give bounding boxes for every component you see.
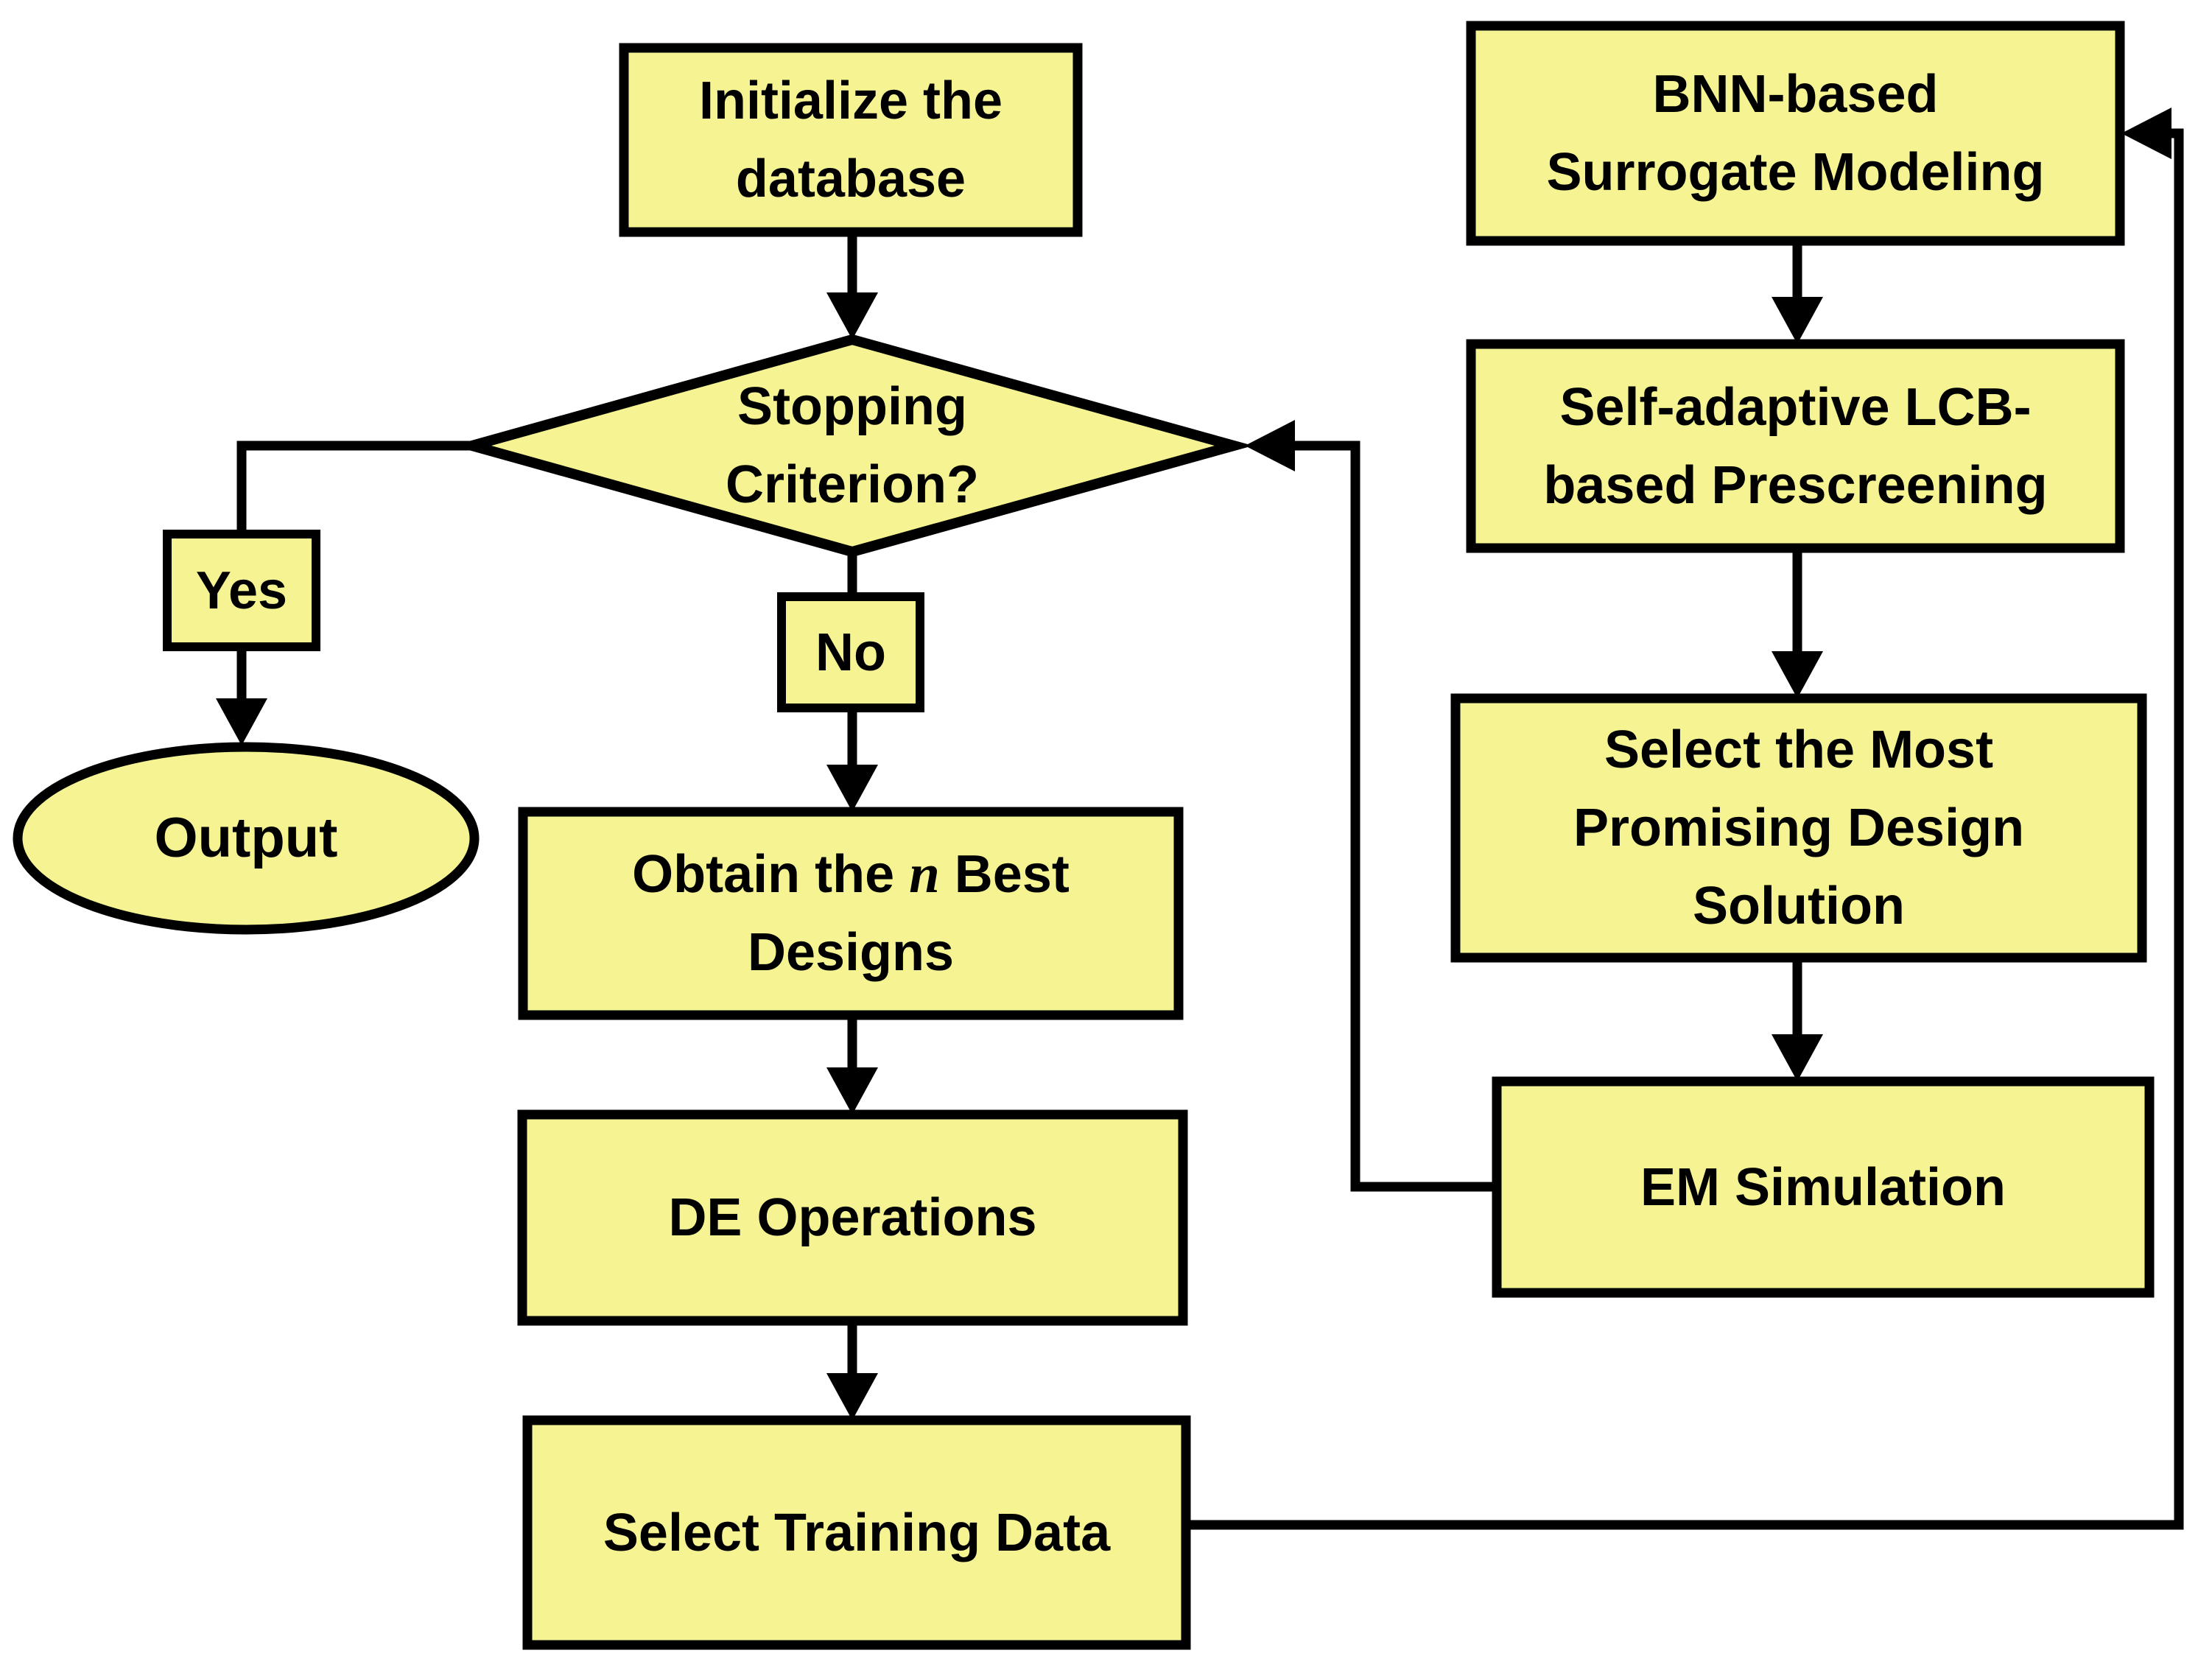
arrowhead-into-obtain: [826, 765, 878, 812]
output-label: Output: [18, 747, 474, 930]
stopping-criterion-diamond: [452, 334, 1254, 558]
lcb-prescreening-box: [1466, 339, 2125, 553]
bnn-line-2: Surrogate Modeling: [1546, 143, 2045, 202]
yes-branch-box: [163, 530, 320, 651]
initialize-database-box: [619, 43, 1083, 237]
obtain-line-1-post: Best: [939, 845, 1070, 904]
select-promising-line-2: Promising Design: [1573, 799, 2025, 857]
no-branch-label: No: [782, 597, 920, 708]
obtain-line-1: Obtain the n Best: [632, 835, 1070, 913]
obtain-line-2: Designs: [747, 923, 955, 982]
obtain-best-designs-label: Obtain the n Best Designs: [523, 812, 1179, 1015]
de-operations-label: DE Operations: [522, 1115, 1183, 1321]
de-operations-text: DE Operations: [668, 1188, 1037, 1247]
obtain-best-designs-box: [518, 807, 1184, 1020]
lcb-line-2: based Prescreening: [1543, 455, 2048, 515]
stopping-line-2: Criterion?: [725, 455, 979, 514]
no-branch-box: [777, 592, 924, 712]
connector-select-training-to-bnn: [1186, 128, 2184, 1530]
obtain-line-1-pre: Obtain the: [632, 845, 910, 904]
arrowhead-into-lcb: [1772, 297, 1823, 344]
lcb-line-1: Self-adaptive LCB-: [1559, 377, 2032, 437]
connector-em-to-diamond: [1293, 441, 1497, 1192]
em-simulation-box: [1492, 1076, 2155, 1298]
select-promising-line-3: Solution: [1693, 877, 1905, 936]
bnn-line-1: BNN-based: [1652, 65, 1939, 124]
initialize-line-2: database: [735, 150, 966, 208]
output-text: Output: [154, 807, 338, 869]
connector-diamond-to-yes: [236, 441, 479, 536]
yes-branch-label: Yes: [167, 534, 316, 647]
arrowhead-into-de: [826, 1067, 878, 1115]
initialize-line-1: Initialize the: [698, 71, 1003, 130]
bnn-surrogate-modeling-label: BNN-based Surrogate Modeling: [1471, 26, 2120, 241]
lcb-prescreening-label: Self-adaptive LCB- based Prescreening: [1471, 344, 2120, 548]
select-training-text: Select Training Data: [603, 1503, 1111, 1562]
initialize-database-label: Initialize the database: [624, 48, 1078, 232]
no-text: No: [815, 622, 886, 682]
obtain-math-n: n: [909, 843, 940, 905]
select-promising-design-label: Select the Most Promising Design Solutio…: [1456, 698, 2142, 958]
de-operations-box: [517, 1109, 1188, 1326]
em-simulation-text: EM Simulation: [1640, 1157, 2006, 1217]
bnn-surrogate-modeling-box: [1466, 21, 2125, 246]
arrowhead-into-select-training: [826, 1373, 878, 1420]
arrowhead-into-bnn: [2121, 108, 2171, 159]
arrowhead-into-diamond-right: [1245, 420, 1295, 471]
arrowhead-into-select-promising: [1772, 651, 1823, 698]
em-simulation-label: EM Simulation: [1497, 1081, 2149, 1293]
arrowhead-into-em: [1772, 1034, 1823, 1081]
select-promising-design-box: [1450, 693, 2147, 963]
arrowhead-into-output: [216, 698, 267, 745]
select-promising-line-1: Select the Most: [1604, 720, 1994, 779]
stopping-line-1: Stopping: [737, 377, 967, 436]
stopping-criterion-label: Stopping Criterion?: [594, 361, 1110, 530]
output-ellipse: [13, 742, 480, 935]
arrowhead-into-diamond-top: [826, 292, 878, 340]
yes-text: Yes: [195, 561, 288, 620]
select-training-data-box: [522, 1415, 1191, 1650]
select-training-data-label: Select Training Data: [527, 1420, 1186, 1645]
